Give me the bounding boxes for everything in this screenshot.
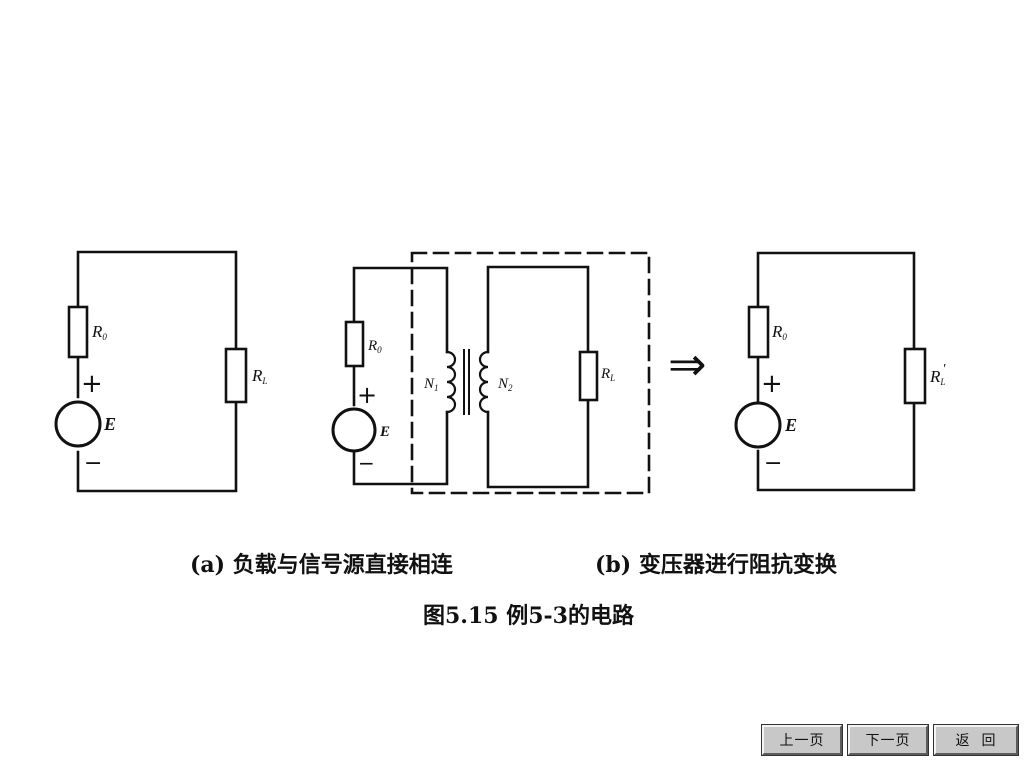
implies-arrow-icon: ⇒ (668, 337, 707, 391)
circuit-b-n2-label: N2 (497, 376, 513, 393)
circuit-c-source-label: E (784, 415, 797, 435)
circuit-a-plus-sign: + (81, 369, 103, 399)
circuit-b-plus-sign: + (357, 381, 377, 409)
circuit-c-minus-sign: − (764, 451, 782, 476)
circuit-b-secondary-wires (486, 265, 590, 489)
circuit-c-wires (756, 251, 916, 492)
circuit-c-rl-resistor (903, 347, 927, 405)
circuit-c-r0-label: R0 (771, 322, 787, 342)
circuit-c-plus-sign: + (761, 369, 783, 399)
circuit-b-transformer-core (463, 349, 470, 415)
circuit-c-r0-resistor (747, 305, 770, 359)
prev-page-button[interactable]: 上一页 (761, 724, 843, 756)
circuit-c-rl-label: RL′ (929, 362, 946, 387)
circuit-b-secondary-coil (478, 350, 490, 414)
circuit-b-source-label: E (379, 424, 390, 440)
circuit-b-dashed-box (410, 251, 651, 495)
circuit-b-minus-sign: − (358, 451, 375, 475)
circuit-b-rl-label: RL (600, 366, 615, 383)
circuit-a-source-label: E (103, 414, 116, 434)
figure-caption: 图5.15 例5-3的电路 (423, 603, 634, 629)
circuit-c (734, 251, 927, 492)
circuit-a-rl-resistor (224, 347, 248, 404)
circuit-b-primary-coil (445, 350, 457, 414)
circuit-a-rl-label: RL (251, 366, 267, 386)
circuit-b-rl-resistor (578, 350, 599, 402)
circuit-a-minus-sign: − (84, 451, 102, 476)
circuit-b (331, 251, 651, 495)
circuit-b-r0-label: R0 (367, 338, 382, 355)
circuit-a-r0-label: R0 (91, 322, 107, 342)
circuit-a-wires (76, 250, 238, 493)
circuit-b-r0-resistor (344, 320, 365, 368)
circuit-c-voltage-source (734, 401, 782, 449)
circuit-a-r0-resistor (67, 305, 89, 359)
circuit-a-voltage-source (54, 400, 102, 448)
circuit-b-n1-label: N1 (423, 376, 439, 393)
caption-a: (a) 负载与信号源直接相连 (190, 552, 453, 578)
caption-b: (b) 变压器进行阻抗变换 (595, 552, 837, 578)
circuit-a (54, 250, 248, 493)
next-page-button[interactable]: 下一页 (847, 724, 929, 756)
circuit-b-voltage-source (331, 407, 377, 453)
circuit-b-primary-wires (352, 266, 449, 486)
back-button[interactable]: 返 回 (933, 724, 1019, 756)
